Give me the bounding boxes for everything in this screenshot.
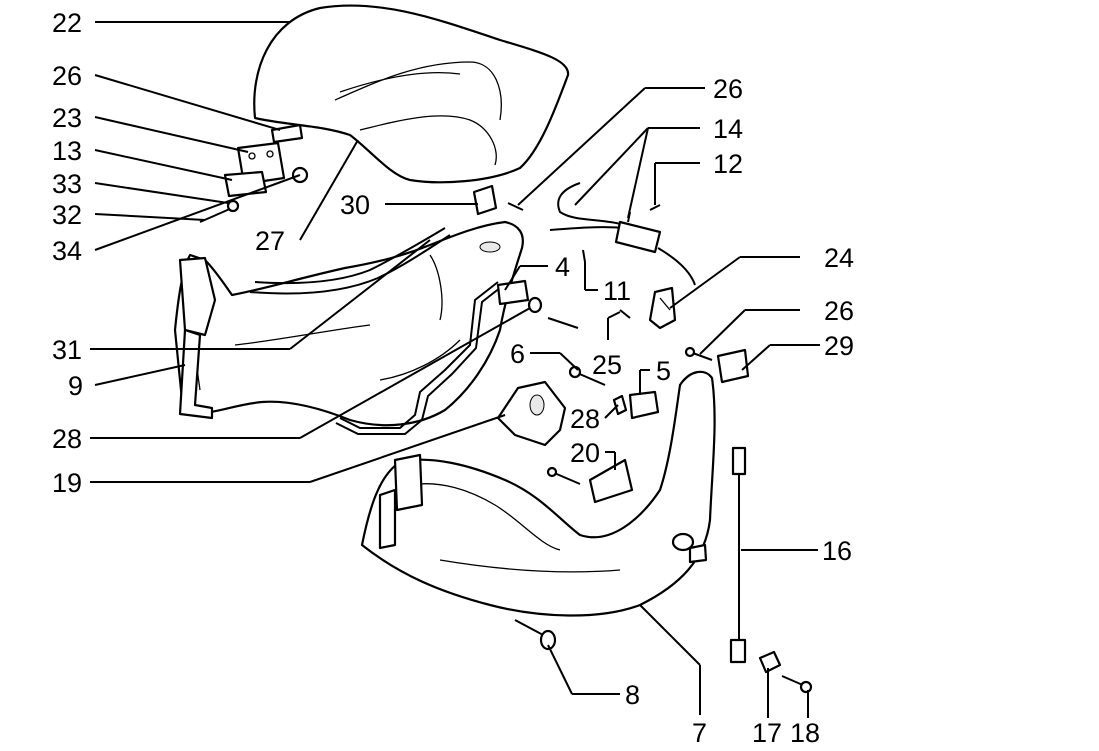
part-clip-30 [472, 184, 524, 216]
leader-34 [94, 174, 301, 251]
part-bracket-4 [496, 279, 579, 329]
callout-31: 31 [52, 335, 82, 365]
callout-22: 22 [52, 8, 82, 38]
leader-25-2 [607, 311, 621, 319]
part-cover-19 [496, 380, 567, 447]
callout-17: 17 [752, 718, 782, 748]
part-seat-cover [253, 4, 570, 184]
part-screw-18 [781, 675, 813, 694]
leader-14-2 [574, 127, 649, 206]
callout-8: 8 [625, 680, 640, 710]
callout-11: 11 [603, 276, 631, 306]
part-screw-12 [649, 204, 661, 211]
leader-32 [94, 213, 206, 221]
part-latch-5 [612, 390, 660, 420]
part-hinge-bracket [223, 141, 286, 198]
part-inner-shield [173, 220, 524, 427]
leader-4-2 [504, 265, 521, 291]
callout-28b: 28 [570, 404, 600, 434]
part-plate-20 [546, 458, 634, 504]
leader-13 [94, 149, 233, 181]
part-nut-17 [758, 650, 782, 674]
leader-lines [90, 21, 820, 718]
callout-34: 34 [52, 236, 82, 266]
callout-19: 19 [52, 468, 82, 498]
leader-31-2 [289, 239, 431, 350]
leader-9 [94, 364, 186, 386]
callout-4: 4 [555, 252, 570, 282]
part-edge-seal [249, 227, 451, 295]
part-front-shield [360, 370, 716, 617]
part-screw-32 [199, 199, 240, 223]
callout-28a: 28 [52, 424, 82, 454]
part-cable-14 [549, 182, 696, 286]
callout-26c: 26 [824, 296, 854, 326]
callout-33: 33 [52, 169, 82, 199]
leader-29-2 [741, 344, 771, 371]
part-bracket-29 [716, 348, 750, 384]
callout-6: 6 [510, 339, 525, 369]
leader-26c-2 [699, 309, 746, 355]
callout-labels: 22 26 23 13 33 32 34 27 30 26 14 12 24 4… [52, 8, 854, 748]
part-small-clip [270, 123, 304, 144]
callout-12: 12 [713, 149, 743, 179]
leader-23 [94, 116, 249, 153]
callout-27: 27 [255, 226, 285, 256]
part-small-11 [582, 249, 586, 263]
callout-23: 23 [52, 103, 82, 133]
leader-33 [94, 182, 229, 204]
leader-26b-2 [517, 87, 646, 206]
leader-14-3 [627, 127, 649, 219]
callout-13: 13 [52, 136, 82, 166]
leader-27 [299, 139, 359, 241]
leader-24-2 [669, 256, 741, 309]
part-screw-26c [684, 346, 713, 361]
leader-19-2 [309, 414, 506, 483]
part-small-25 [619, 309, 631, 319]
callout-7: 7 [692, 718, 707, 748]
callout-25: 25 [592, 350, 622, 380]
leader-28b [604, 404, 619, 419]
callout-18: 18 [790, 718, 820, 748]
leader-6-2 [559, 352, 579, 371]
callout-24: 24 [824, 243, 854, 273]
callout-26b: 26 [713, 74, 743, 104]
part-edge-profile [335, 281, 506, 435]
callout-30: 30 [340, 190, 370, 220]
callout-29: 29 [824, 331, 854, 361]
leader-28a-2 [299, 307, 531, 439]
leader-8-2 [547, 644, 573, 695]
part-screw-8 [514, 619, 557, 651]
callout-9: 9 [68, 371, 83, 401]
part-rod-16 [729, 446, 747, 664]
leader-7-2 [639, 604, 701, 666]
callout-32: 32 [52, 200, 82, 230]
callout-5: 5 [656, 356, 671, 386]
callout-26a: 26 [52, 61, 82, 91]
callout-20: 20 [570, 438, 600, 468]
leader-26a [94, 74, 281, 131]
callout-14: 14 [713, 114, 743, 144]
callout-16: 16 [822, 536, 852, 566]
part-lock-24 [648, 286, 677, 330]
